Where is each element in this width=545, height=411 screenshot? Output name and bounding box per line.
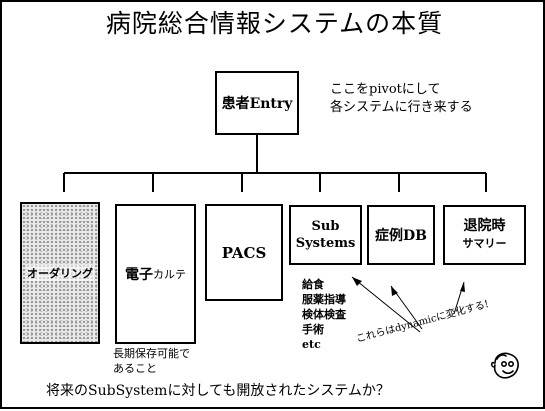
pacs-box: PACS (205, 204, 283, 301)
karte-label-sub: カルテ (153, 268, 186, 281)
ordering-label: オーダリング (26, 265, 94, 281)
arrowhead-discharge (460, 282, 465, 292)
retention-note-line-2: あること (113, 362, 157, 375)
subsystems-label-line-1: Sub (311, 219, 340, 234)
ordering-box: オーダリング (20, 202, 100, 344)
slide-title: 病院総合情報システムの本質 (105, 9, 444, 38)
subsystem-example: 手術 (302, 323, 324, 336)
pivot-note-line-2: 各システムに行き来する (330, 100, 473, 115)
retention-note-line-1: 長期保存可能で (113, 347, 190, 360)
subsystems-label-line-2: Systems (295, 236, 356, 251)
retention-note: 長期保存可能で あること (113, 346, 190, 376)
subsystem-example-list: 給食 服薬指導 検体検査 手術 etc (302, 277, 346, 352)
mascot-icon (490, 352, 519, 379)
subsystem-example: etc (302, 338, 321, 351)
subsystem-example: 給食 (302, 278, 324, 291)
arrowhead-subsystems (352, 277, 362, 286)
arrowhead-casedb (391, 286, 398, 296)
discharge-label-line-1: 退院時 (463, 218, 506, 234)
subsystem-example: 検体検査 (302, 308, 346, 321)
pivot-note-line-1: ここをpivotにして (330, 82, 441, 97)
pivot-note: ここをpivotにして 各システムに行き来する (330, 81, 473, 117)
dynamic-arrow-subsystems (351, 276, 421, 333)
subsystems-box: Sub Systems (289, 205, 362, 265)
karte-label-main: 電子 (125, 267, 153, 283)
patient-entry-box: 患者Entry (215, 71, 299, 135)
pacs-label: PACS (221, 243, 267, 262)
subsystem-example: 服薬指導 (302, 293, 346, 306)
case-db-label: 症例DB (375, 228, 427, 244)
footer-question: 将来のSubSystemに対しても開放されたシステムか？ (46, 383, 390, 399)
discharge-summary-box: 退院時 サマリー (443, 205, 526, 265)
discharge-label-line-2: サマリー (462, 237, 507, 250)
case-db-box: 症例DB (367, 205, 435, 265)
electronic-karte-box: 電子カルテ (115, 204, 196, 344)
patient-entry-label: 患者Entry (221, 96, 293, 112)
